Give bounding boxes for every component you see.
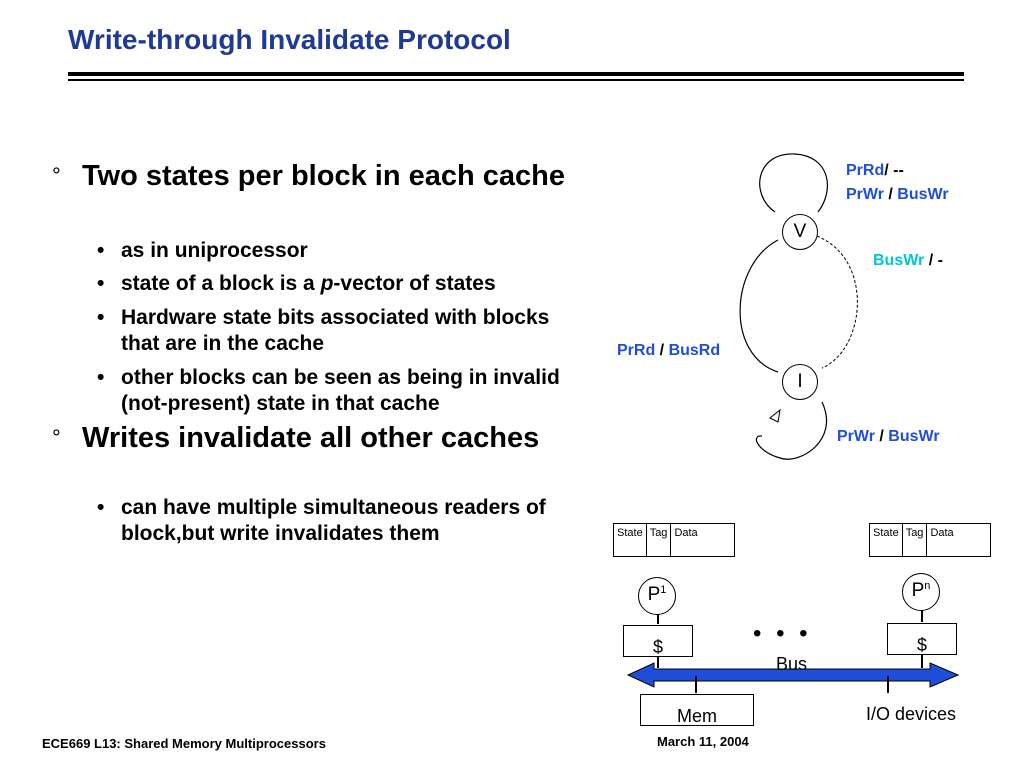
bullet-two-states: ° Two states per block in each cache xyxy=(52,160,592,226)
cache-table-left: State Tag Data xyxy=(613,523,735,557)
v-self-loop-arc xyxy=(759,153,828,213)
footer-date: March 11, 2004 xyxy=(657,734,749,749)
ellipsis: • • • xyxy=(753,620,812,647)
processor-left: P1 xyxy=(638,577,676,615)
sub-bullet-text: can have multiple simultaneous readers o… xyxy=(121,496,546,545)
label-i-to-v: PrRd / BusRd xyxy=(617,342,721,359)
title-rule-thin xyxy=(68,79,964,81)
sub-bullet-text: as in uniprocessor xyxy=(121,239,308,262)
state-i: I xyxy=(782,364,818,400)
processor-right: Pn xyxy=(902,573,940,611)
bullet-marker: ° xyxy=(52,163,61,188)
memory-box: Mem xyxy=(640,694,754,726)
i-to-v-arc xyxy=(739,239,779,373)
label-i-self-loop: PrWr / BusWr xyxy=(837,428,940,445)
arrowhead-icon xyxy=(769,408,781,423)
label-v-self-loop-line1: PrRd/ -- xyxy=(846,162,904,179)
v-to-i-arc xyxy=(816,235,858,369)
state-diagram-arcs xyxy=(739,153,858,460)
sub-bullet-text: Hardware state bits associated with bloc… xyxy=(121,306,550,355)
footer-course: ECE669 L13: Shared Memory Multiprocessor… xyxy=(42,736,326,751)
slide-title: Write-through Invalidate Protocol xyxy=(68,24,511,55)
label-v-self-loop-line2: PrWr / BusWr xyxy=(846,186,949,203)
cache-left: $ xyxy=(623,625,693,657)
sub-bullet-text: state of a block is a p-vector of states xyxy=(121,272,496,295)
i-self-loop-arc xyxy=(756,401,828,460)
bus-label: Bus xyxy=(776,654,808,674)
bullet-marker: ° xyxy=(52,425,61,450)
cache-table-right: State Tag Data xyxy=(869,523,991,557)
io-devices-label: I/O devices xyxy=(866,704,957,724)
bullet-text: Writes invalidate all other caches xyxy=(82,422,540,454)
title-rule xyxy=(68,72,964,76)
sub-bullet-text: other blocks can be seen as being in inv… xyxy=(121,366,560,415)
label-v-to-i: BusWr / - xyxy=(873,252,943,269)
bus-arrow xyxy=(626,662,960,688)
bullet-text: Two states per block in each cache xyxy=(82,160,565,192)
state-v: V xyxy=(782,214,818,250)
cache-right: $ xyxy=(887,623,957,655)
bullet-writes-invalidate: ° Writes invalidate all other caches xyxy=(52,422,592,488)
